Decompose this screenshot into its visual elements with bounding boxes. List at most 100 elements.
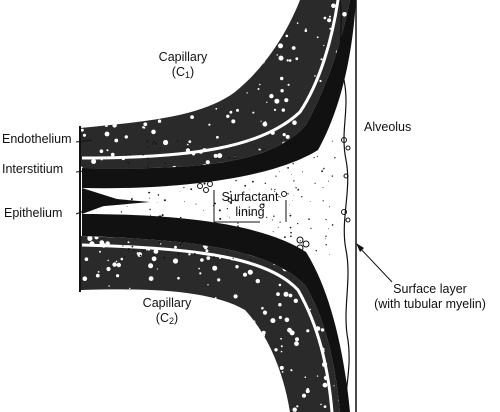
surfactant-dot — [163, 199, 166, 202]
speckle — [119, 60, 122, 64]
speckle — [140, 50, 144, 54]
surfactant-dot — [332, 140, 333, 142]
speckle — [109, 55, 112, 58]
speckle — [283, 3, 287, 6]
speckle — [284, 15, 287, 18]
speckle — [323, 44, 325, 47]
speckle — [329, 27, 332, 30]
capillary-bottom-label: Capillary (C2) — [142, 296, 192, 326]
surfactant-dot — [128, 251, 130, 253]
speckle — [274, 98, 280, 104]
speckle — [273, 364, 276, 367]
surfactant-dot — [316, 155, 318, 157]
speckle — [261, 47, 264, 50]
surfactant-dot — [331, 175, 334, 177]
speckle — [80, 306, 82, 309]
speckle — [186, 44, 191, 49]
speckle — [331, 3, 336, 9]
surfactant-dot — [217, 150, 218, 152]
speckle — [261, 306, 264, 310]
surfactant-dot — [216, 141, 218, 143]
speckle — [301, 393, 307, 398]
speckle — [214, 330, 220, 335]
speckle — [285, 34, 289, 38]
speckle — [116, 262, 122, 268]
speckle — [266, 101, 268, 104]
speckle — [247, 400, 250, 402]
surfactant-dot — [204, 152, 206, 154]
speckle — [97, 71, 100, 73]
surfactant-dot — [179, 191, 181, 192]
speckle — [340, 103, 343, 107]
speckle — [172, 403, 176, 406]
speckle — [280, 89, 284, 93]
interstitium-label: Interstitium — [2, 162, 64, 176]
speckle — [120, 119, 124, 124]
surfactant-dot — [238, 212, 240, 214]
speckle — [246, 92, 248, 94]
speckle — [188, 253, 191, 256]
upper-basement-membrane — [81, 0, 340, 160]
surfactant-dot — [327, 180, 329, 182]
speckle — [215, 405, 219, 409]
surfactant-dot — [249, 249, 252, 252]
speckle — [316, 36, 319, 39]
speckle — [129, 70, 134, 74]
speckle — [84, 380, 88, 383]
speckle — [104, 131, 110, 137]
surfactant-dot — [143, 224, 146, 227]
surfactant-dot — [129, 153, 131, 156]
surfactant-dot — [275, 175, 277, 177]
surfactant-dot — [218, 209, 221, 212]
speckle — [174, 245, 177, 249]
speckle — [181, 333, 185, 336]
speckle — [143, 114, 145, 117]
speckle — [276, 16, 280, 20]
speckle — [105, 124, 108, 128]
surfactant-dot — [165, 232, 168, 234]
surfactant-dot — [323, 168, 325, 170]
surfactant-dot — [322, 187, 324, 189]
surfactant-dot — [147, 174, 150, 177]
surfactant-dot — [205, 233, 208, 236]
speckle — [179, 399, 182, 402]
surfactant-dot — [261, 254, 264, 257]
speckle — [347, 106, 350, 112]
speckle — [338, 236, 340, 240]
speckle — [280, 76, 284, 81]
speckle — [157, 119, 162, 123]
speckle — [109, 360, 114, 366]
speckle — [304, 29, 308, 32]
speckle — [238, 387, 242, 391]
surfactant-dot — [289, 226, 292, 229]
surfactant-dot — [289, 204, 291, 206]
speckle — [258, 148, 261, 151]
speckle — [86, 340, 89, 343]
speckle — [197, 12, 203, 18]
surfactant-dot — [149, 214, 151, 216]
capillary-top-label: Capillary (C1) — [158, 50, 208, 80]
speckle — [211, 9, 215, 13]
speckle — [207, 284, 209, 286]
surfactant-dot — [250, 213, 252, 215]
speckle — [217, 153, 223, 159]
lower-epithelium-layer — [82, 214, 350, 412]
speckle — [334, 296, 339, 301]
speckle — [318, 265, 322, 269]
speckle — [104, 84, 106, 86]
speckle — [242, 272, 248, 277]
speckle — [113, 54, 117, 58]
surfactant-dot — [131, 255, 133, 257]
surfactant-dot — [214, 202, 217, 205]
surface-layer-pointer — [357, 245, 393, 283]
surfactant-dot — [237, 222, 239, 224]
speckle — [209, 352, 212, 355]
surfactant-dot — [147, 146, 149, 148]
speckle — [110, 152, 115, 157]
speckle — [333, 385, 335, 387]
speckle — [206, 256, 211, 260]
speckle — [249, 321, 255, 326]
speckle — [80, 105, 82, 108]
surfactant-dot — [237, 225, 239, 227]
